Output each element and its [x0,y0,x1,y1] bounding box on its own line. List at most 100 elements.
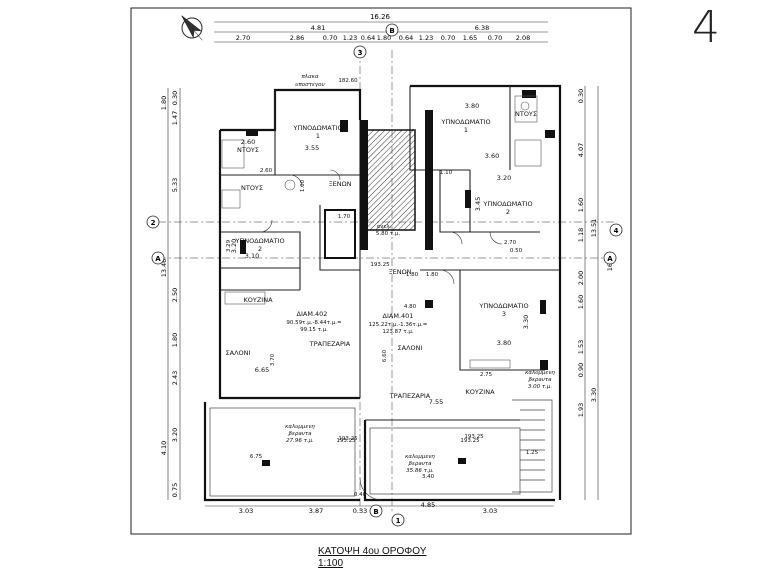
slab-level: 182.60 [338,78,358,84]
lift-note: ανελ. [377,224,392,230]
misc-dim-5: 2.75 [480,372,493,378]
top-dim-8: 0.70 [441,34,455,42]
top-dim-4: 0.64 [361,34,375,42]
plan-scale: 1:100 [318,558,344,569]
veranda-west-label2: βερaντa [288,431,312,437]
misc-dim-12: 0.40 [354,492,367,498]
plan-notes: πλακα υποστεγου 182.60 ανελ. 5.80 τ.μ. 1… [226,74,539,498]
lift-area: 5.80 τ.μ. [376,231,401,237]
room-dining-east-dim: 7.55 [429,398,443,406]
misc-dim-13: 1.80 [426,272,439,278]
left-dim-6: 1.80 [171,333,179,347]
top-dim-0: 2.70 [236,34,250,42]
veranda-west-level: 193.25 [336,438,356,444]
room-kitchen-east: ΚΟΥΖΙΝΑ [465,388,495,396]
grid-marker-right-4-label: 4 [614,227,619,235]
left-dim-4: 13.46 [160,259,168,278]
room-bedroom-1-east-num: 1 [464,126,468,134]
left-dim-2: 0.30 [171,91,179,105]
misc-dim-3: 1.10 [440,170,453,176]
veranda-west-area: 27.96 τ.μ. [286,438,314,444]
bottom-dim-1: 3.87 [309,507,323,515]
room-bedroom-2-east-dim2: 3.45 [474,197,482,211]
level-a: 193.25 [370,262,390,268]
veranda-railings [209,399,553,497]
doors [259,169,503,501]
apartment-labels: ΔΙΑΜ.402 90.59τ.μ.-8.44τ.μ.= 99.15 τ.μ. … [286,310,427,335]
level-c: 193.25 [464,434,484,440]
room-bedroom-2-east-num: 2 [506,208,510,216]
room-bedroom-3-dim2: 3.30 [522,315,530,329]
veranda-east-level: 193.25 [460,438,480,444]
level-b: 193.25 [338,436,358,442]
room-bedroom-2-east-dim: 3.20 [497,174,511,182]
grid-marker-right-A: A [603,251,617,265]
upper-dim-2: 6.38 [475,24,489,32]
room-bedroom-1-east: ΥΠΝΟΔΩΜΑΤΙΟ [440,118,490,126]
right-dim-9: 0.90 [577,363,585,377]
right-dim-7: 1.60 [577,295,585,309]
left-dim-0: 1.80 [160,96,168,110]
room-bedroom-1-west-num: 1 [316,132,320,140]
left-dim-10: 0.75 [171,483,179,497]
room-shower-1: ΝΤΟΥΣ [237,146,259,154]
plan-title: ΚΑΤΟΨΗ 4ου ΟΡΟΦΟΥ [318,546,427,557]
lift-shaft [324,209,356,259]
room-dining-east: ΤΡΑΠΕΖΑΡΙΑ [389,392,431,400]
grid-marker-bottom-1-label: 1 [396,517,401,525]
veranda-east-label2: βερaντa [408,461,432,467]
veranda-east-area: 35.86 τ.μ. [406,468,434,474]
room-bedroom-3-dim: 3.80 [497,339,511,347]
grid-marker-left-A: A [151,251,165,265]
plan-caption: ΚΑΤΟΨΗ 4ου ΟΡΟΦΟΥ 1:100 [318,546,426,570]
core-wall-right [425,110,433,250]
left-dimensions [167,88,181,500]
grid-marker-left-2: 2 [146,215,160,229]
grid-marker-bottom-B: B [369,504,383,518]
sheet-number: 4 [692,2,720,53]
slab-note2: υποστεγου [295,82,324,88]
room-bedroom-2-east: ΥΠΝΟΔΩΜΑΤΙΟ [482,200,532,208]
grid-marker-right-A-label: A [607,255,613,263]
veranda-east-dim: 3.40 [422,474,435,480]
room-bedroom-2-west-dim: 3.10 [245,252,259,260]
left-dim-8: 3.20 [171,428,179,442]
top-dim-2: 0.70 [323,34,337,42]
top-dim-6: 0.64 [399,34,413,42]
room-living-west-dim: 6.65 [255,366,269,374]
right-dim-2: 13.51 [590,219,598,238]
room-bedroom-2-west-dim2: 3.20 [230,239,238,253]
room-kitchen-west: ΚΟΥΖΙΝΑ [243,296,273,304]
misc-dim-14: 1.25 [526,450,539,456]
top-dim-7: 1.23 [419,34,433,42]
grid-marker-bottom-1: 1 [391,513,405,527]
veranda-small-label2: βερaντa [528,377,552,383]
apt-401-area2: 123.87 τ.μ. [382,329,414,335]
misc-dim-11: 0.50 [510,248,523,254]
bottom-dim-3: 4.85 [421,501,435,509]
overall-width-dim: 16.26 [370,13,391,21]
stair-core [364,129,416,231]
right-dim-0: 0.30 [577,89,585,103]
apt-402-label: ΔΙΑΜ.402 [297,310,328,318]
left-dim-5: 2.50 [171,288,179,302]
room-dining-west: ΤΡΑΠΕΖΑΡΙΑ [309,340,351,348]
apt-401-area1: 125.22τ.μ.-1.36τ.μ.= [369,322,428,328]
right-dim-4: 1.18 [577,228,585,242]
grid-marker-bottom-B-label: B [373,508,378,516]
misc-dim-1: 1.80 [406,272,419,278]
misc-dim-7: 6.60 [382,349,388,362]
misc-dim-4: 2.70 [504,240,517,246]
apt-402-area2: 99.15 τ.μ. [300,327,328,333]
veranda-labels: καλυμμενη βερaντa 27.96 τ.μ. 6.75 193.25… [250,370,556,480]
room-bedroom-2-west-num: 2 [258,245,262,253]
columns [240,90,555,466]
top-dim-10: 0.70 [488,34,502,42]
right-dim-1: 4.07 [577,143,585,157]
north-arrow-icon [181,15,203,41]
veranda-small-area: 3.00 τ.μ. [528,384,553,390]
interior-walls [220,86,560,421]
room-guest-wc-2: ΞΕΝΩΝ [389,268,412,276]
top-dim-5: 1.80 [377,34,391,42]
top-dim-9: 1.65 [463,34,477,42]
